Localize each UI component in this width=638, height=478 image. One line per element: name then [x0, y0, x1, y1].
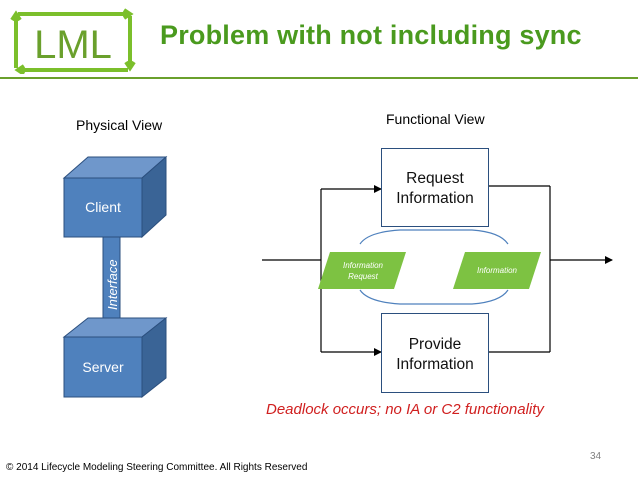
client-cube: Client	[62, 155, 168, 239]
copyright-notice: © 2014 Lifecycle Modeling Steering Commi…	[6, 462, 308, 473]
logo-arrow-down-right	[124, 16, 136, 72]
provide-box-line1: Provide	[408, 336, 462, 353]
client-label: Client	[85, 199, 121, 215]
interface-label: Interface	[105, 259, 120, 310]
info-request-line1: Information	[343, 261, 384, 270]
title-divider	[0, 77, 638, 79]
provide-box-line2: Information	[396, 356, 474, 373]
page-number: 34	[590, 451, 602, 462]
slide-title: Problem with not including sync	[160, 20, 582, 50]
request-information-box: Request Information	[381, 148, 489, 227]
info-request-item	[318, 252, 406, 289]
request-box-line2: Information	[396, 190, 474, 207]
server-cube: Server	[62, 316, 168, 399]
curve-provide-left	[359, 289, 436, 305]
lml-logo: LML	[10, 8, 136, 74]
info-item	[453, 252, 541, 289]
physical-view-label: Physical View	[76, 117, 163, 133]
curve-request-right	[435, 229, 509, 245]
deadlock-note: Deadlock occurs; no IA or C2 functionali…	[266, 401, 544, 418]
request-box-line1: Request	[406, 170, 464, 187]
functional-view-label: Functional View	[386, 111, 485, 127]
curve-provide-right	[435, 289, 509, 305]
provide-information-box: Provide Information	[381, 313, 489, 393]
logo-arrow-up-left	[10, 10, 22, 68]
server-label: Server	[82, 359, 124, 375]
logo-text: LML	[34, 23, 112, 67]
info-request-line2: Request	[348, 272, 379, 281]
info-item-label: Information	[477, 266, 518, 275]
physical-view-diagram: Interface Client Server	[62, 155, 168, 399]
curve-request-left	[359, 229, 436, 245]
